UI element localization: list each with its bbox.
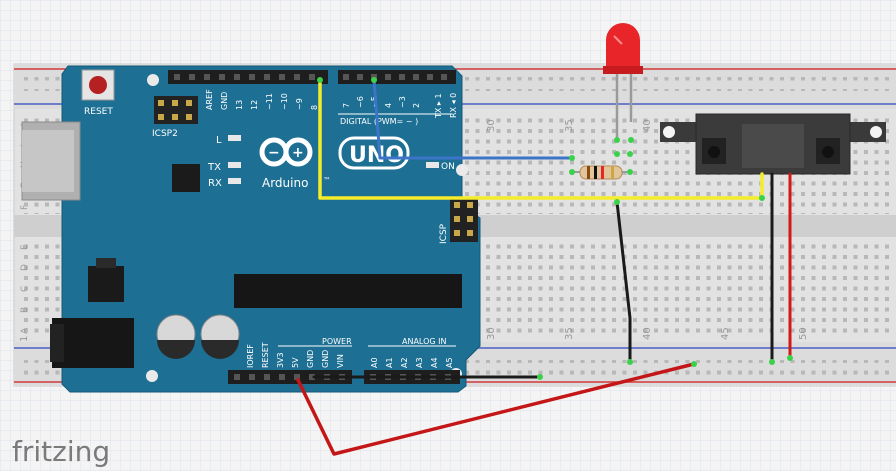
col-number-bottom: 35: [564, 327, 575, 340]
led-l-label: L: [216, 135, 222, 146]
pin-label-10: ~10: [280, 93, 289, 110]
digital-header-left: [168, 70, 328, 84]
pin-label-6: ~6: [356, 96, 365, 108]
row-letter: C: [20, 286, 30, 292]
row-letter: E: [20, 244, 30, 250]
pin-label-gnd: GND: [321, 350, 330, 368]
pin-label-reset: RESET: [261, 342, 270, 368]
power-label: POWER: [322, 337, 352, 346]
pin-label-12: 12: [250, 100, 259, 110]
power-jack: [52, 318, 134, 368]
pin-label-rx0: RX ◂ 0: [449, 93, 458, 118]
wires: [296, 78, 792, 456]
pin-label-gnd: GND: [220, 92, 229, 110]
uno-logo-text: UNO: [349, 143, 404, 168]
resistor[interactable]: [572, 165, 630, 180]
icsp-label: ICSP: [439, 223, 449, 244]
pin-label-aref: AREF: [205, 89, 214, 110]
col-number-bottom: 50: [798, 327, 809, 340]
row-letter: F: [20, 205, 30, 210]
pin-label-a1: A1: [385, 357, 394, 368]
analog-in-label: ANALOG IN: [402, 337, 447, 346]
col-number-bottom: 45: [720, 327, 731, 340]
pin-label-3v3: 3V3: [276, 352, 285, 368]
pin-label-13: 13: [235, 100, 244, 110]
arduino-wordmark: Arduino: [262, 176, 308, 190]
pin-label-8: 8: [310, 105, 319, 110]
blue-signal-wire[interactable]: [372, 78, 574, 160]
led-tx: [228, 162, 241, 168]
pin-label-5v: 5V: [291, 357, 300, 368]
yellow-signal-wire[interactable]: [318, 78, 764, 200]
connection-dots: [317, 77, 793, 380]
reset-button-cap[interactable]: [89, 76, 107, 94]
icsp2-label: ICSP2: [152, 129, 178, 139]
pin-label-7: 7: [342, 103, 351, 108]
led-tx-label: TX: [207, 162, 221, 173]
pin-label-3: ~3: [398, 96, 407, 108]
pin-label-a4: A4: [430, 357, 439, 368]
col-number-top: 35: [564, 119, 575, 132]
power-header: [228, 370, 352, 384]
atmega-chip: [234, 274, 462, 308]
usb-chip: [172, 164, 200, 192]
digital-header-right: [338, 70, 456, 84]
icsp-header: [450, 198, 478, 242]
pin-label-a3: A3: [415, 357, 424, 368]
col-number-bottom: 30: [486, 327, 497, 340]
voltage-regulator: [88, 266, 124, 302]
on-led: [426, 162, 439, 168]
pin-label-4: 4: [384, 103, 393, 108]
red-led[interactable]: [603, 23, 643, 140]
pin-label-9: ~9: [295, 98, 304, 110]
arduino-logo: − + UNO Arduino ™: [259, 136, 410, 190]
pin-label-11: ~11: [265, 93, 274, 110]
col-number-top: 30: [486, 119, 497, 132]
led-rx-label: RX: [208, 178, 222, 189]
svg-text:−: −: [268, 145, 280, 161]
row-letter: D: [20, 264, 30, 271]
red-5v-wire[interactable]: [296, 362, 696, 456]
col-number-bottom: 40: [642, 327, 653, 340]
col-number-top: 40: [642, 119, 653, 132]
pin-label-a2: A2: [400, 357, 409, 368]
pin-label-2: 2: [412, 103, 421, 108]
row-letter: B: [20, 307, 30, 313]
pin-label-gnd: GND: [306, 350, 315, 368]
pin-label-vin: VIN: [336, 354, 345, 368]
black-led-ground-wire[interactable]: [615, 200, 632, 364]
pin-label-a0: A0: [370, 357, 379, 368]
ir-distance-sensor[interactable]: [660, 113, 886, 175]
row-one-label: 1: [19, 336, 30, 342]
pin-label-ioref: IOREF: [246, 344, 255, 368]
digital-label: DIGITAL (PWM= ~ ): [340, 117, 418, 126]
fritzing-logo: fritzing: [12, 435, 110, 468]
pin-label-tx1: TX ▸ 1: [434, 93, 443, 119]
led-l: [228, 135, 241, 141]
on-label: ON: [441, 162, 455, 172]
icsp2-header: [154, 96, 198, 124]
reset-label: RESET: [84, 107, 113, 117]
pin-label-a5: A5: [445, 357, 454, 368]
arduino-uno-board[interactable]: RESET ICSP2 L TX RX − + UNO Arduino ™ ON: [21, 65, 481, 393]
mount-hole: [456, 164, 468, 176]
row-letter: A: [20, 327, 30, 334]
led-rx: [228, 178, 241, 184]
mount-hole: [147, 74, 159, 86]
mount-hole: [146, 370, 158, 382]
trademark-symbol: ™: [323, 176, 331, 185]
svg-text:+: +: [292, 145, 304, 161]
